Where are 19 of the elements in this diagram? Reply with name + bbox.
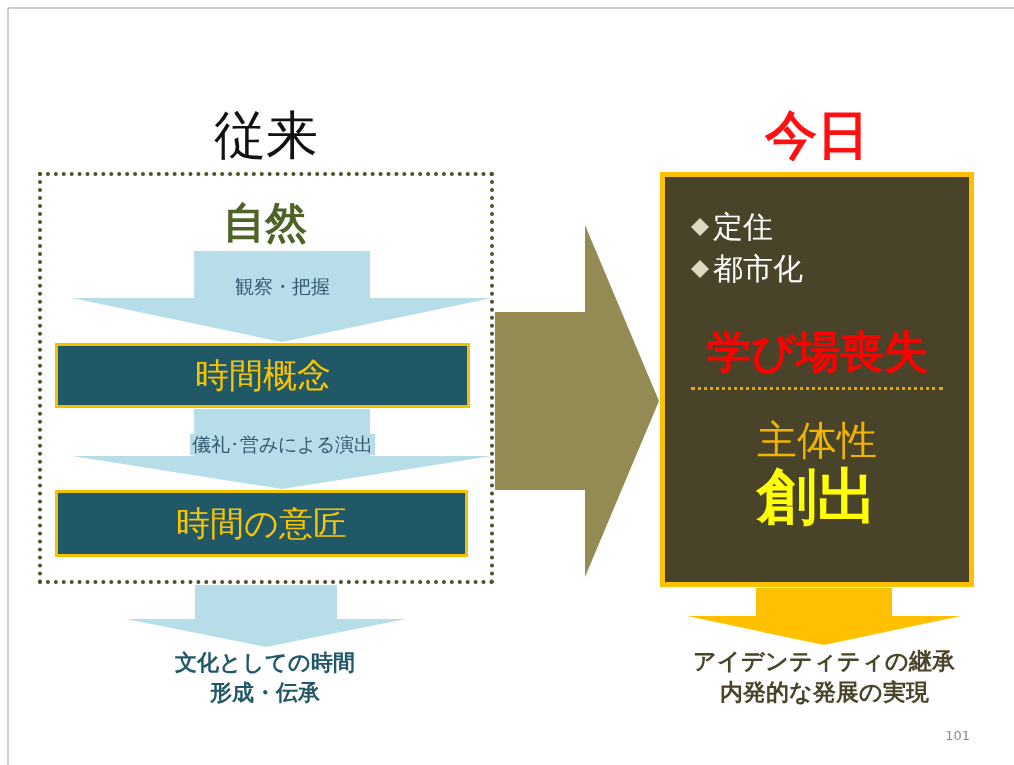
block-arrow (126, 585, 406, 647)
subheading: 主体性 (756, 417, 878, 463)
heading: 今日 (764, 104, 870, 167)
caption-text: 文化としての時間形成・伝承 (174, 649, 356, 707)
page-number: 101 (945, 728, 970, 743)
heading: 自然 (222, 197, 308, 249)
edge-label: 儀礼･営みによる演出 (189, 434, 375, 455)
block-arrow (687, 588, 961, 645)
caption-text: アイデンティティの継承内発的な発展の実現 (692, 647, 956, 708)
emphasis-text: 創出 (755, 461, 878, 531)
emphasis-text: 学び場喪失 (705, 325, 929, 379)
heading: 従来 (213, 104, 319, 167)
process-box: 時間の意匠 (55, 490, 468, 557)
block-arrow (495, 225, 659, 577)
edge-label: 観察・把握 (232, 276, 332, 297)
block-arrow (72, 251, 492, 342)
bullet-text: 定住 (713, 208, 773, 246)
bullet-text: 都市化 (713, 250, 803, 288)
process-box: 時間概念 (55, 343, 470, 408)
